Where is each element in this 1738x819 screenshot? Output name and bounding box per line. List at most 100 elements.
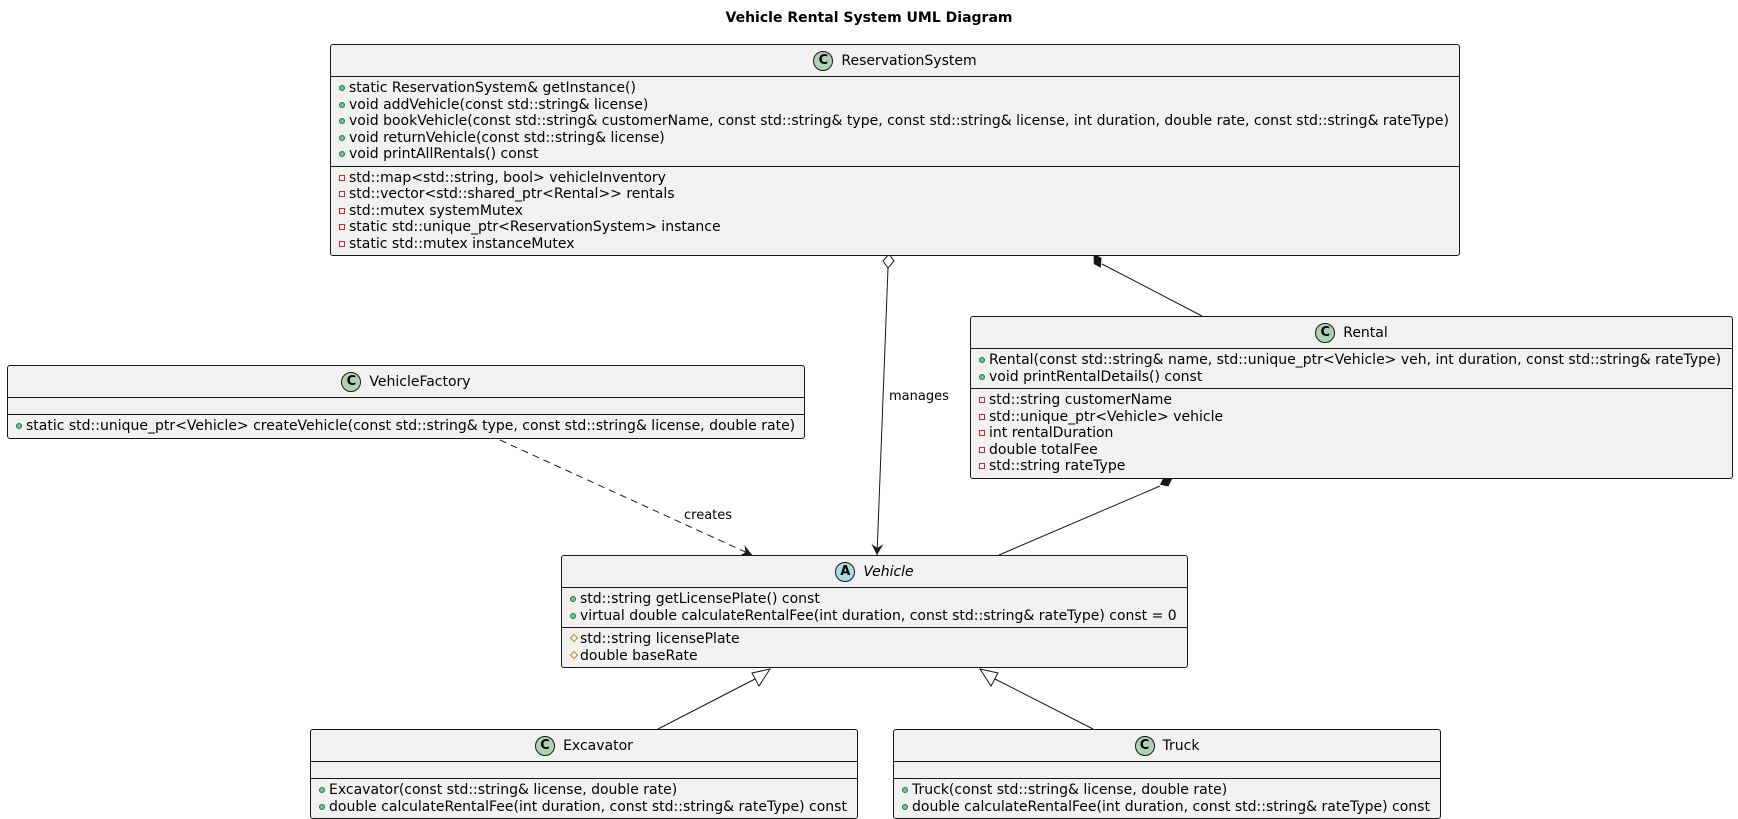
- class-vehicle-factory[interactable]: C VehicleFactory static std::unique_ptr<…: [7, 365, 805, 439]
- method-row: double calculateRentalFee(int duration, …: [317, 799, 853, 816]
- class-truck[interactable]: C Truck Truck(const std::string& license…: [893, 729, 1441, 819]
- public-visibility-icon: [900, 801, 912, 813]
- methods-section: Excavator(const std::string& license, do…: [311, 778, 857, 818]
- method-row: void bookVehicle(const std::string& cust…: [337, 113, 1455, 130]
- fields-section: [894, 762, 1440, 778]
- field-row: double baseRate: [568, 648, 1183, 665]
- protected-visibility-icon: [568, 650, 580, 662]
- field-row: std::string rateType: [977, 458, 1728, 475]
- class-header: C ReservationSystem: [331, 45, 1459, 77]
- class-stereotype-icon: C: [1134, 735, 1155, 756]
- class-name: ReservationSystem: [841, 52, 977, 69]
- field-declaration: double totalFee: [989, 441, 1098, 458]
- private-visibility-icon: [977, 427, 989, 439]
- class-header: C VehicleFactory: [8, 366, 804, 398]
- protected-visibility-icon: [568, 633, 580, 645]
- class-header: C Excavator: [311, 730, 857, 762]
- method-signature: double calculateRentalFee(int duration, …: [329, 798, 847, 815]
- method-signature: static ReservationSystem& getInstance(): [349, 80, 636, 96]
- public-visibility-icon: [900, 784, 912, 796]
- field-declaration: int rentalDuration: [989, 425, 1114, 441]
- field-row: static std::mutex instanceMutex: [337, 236, 1455, 253]
- method-row: Excavator(const std::string& license, do…: [317, 782, 853, 799]
- field-declaration: std::mutex systemMutex: [349, 202, 523, 219]
- class-reservation-system[interactable]: C ReservationSystem static ReservationSy…: [330, 44, 1460, 256]
- class-name: Excavator: [563, 737, 633, 754]
- class-name: Vehicle: [863, 563, 914, 580]
- private-visibility-icon: [977, 411, 989, 423]
- public-visibility-icon: [337, 115, 349, 127]
- class-stereotype-icon: C: [1315, 322, 1336, 343]
- class-stereotype-icon: C: [813, 50, 834, 71]
- truck-inheritance-edge: [978, 668, 1094, 730]
- field-declaration: std::map<std::string, bool> vehicleInven…: [349, 169, 666, 186]
- methods-section: Rental(const std::string& name, std::uni…: [971, 349, 1732, 388]
- public-visibility-icon: [14, 420, 26, 432]
- method-row: static std::unique_ptr<Vehicle> createVe…: [14, 418, 800, 435]
- field-row: int rentalDuration: [977, 425, 1728, 442]
- class-name: Truck: [1162, 737, 1200, 754]
- private-visibility-icon: [337, 172, 349, 184]
- public-visibility-icon: [337, 82, 349, 94]
- public-visibility-icon: [977, 371, 989, 383]
- fields-section: [311, 762, 857, 778]
- field-declaration: std::string licensePlate: [580, 631, 740, 647]
- composition-diamond-icon: [1159, 476, 1173, 487]
- method-signature: void returnVehicle(const std::string& li…: [349, 129, 665, 146]
- field-row: std::unique_ptr<Vehicle> vehicle: [977, 409, 1728, 426]
- rental-vehicle-composition-edge: [998, 476, 1173, 556]
- excavator-inheritance-edge: [657, 668, 772, 730]
- fields-section: std::map<std::string, bool> vehicleInven…: [331, 165, 1459, 256]
- private-visibility-icon: [337, 188, 349, 200]
- method-row: void returnVehicle(const std::string& li…: [337, 130, 1455, 147]
- field-declaration: static std::unique_ptr<ReservationSystem…: [349, 219, 721, 235]
- class-stereotype-icon: C: [341, 371, 362, 392]
- method-signature: void printRentalDetails() const: [989, 368, 1203, 385]
- public-visibility-icon: [317, 801, 329, 813]
- diagram-title: Vehicle Rental System UML Diagram: [725, 10, 1013, 26]
- inheritance-triangle-icon: [751, 668, 772, 687]
- public-visibility-icon: [977, 354, 989, 366]
- class-name: Rental: [1343, 324, 1388, 341]
- class-name: VehicleFactory: [369, 373, 471, 390]
- manages-label: manages: [889, 389, 949, 404]
- class-excavator[interactable]: C Excavator Excavator(const std::string&…: [310, 729, 858, 819]
- public-visibility-icon: [337, 132, 349, 144]
- class-header: A Vehicle: [562, 556, 1187, 588]
- public-visibility-icon: [337, 148, 349, 160]
- method-row: void printAllRentals() const: [337, 146, 1455, 163]
- method-signature: virtual double calculateRentalFee(int du…: [580, 607, 1177, 624]
- private-visibility-icon: [337, 238, 349, 250]
- method-signature: std::string getLicensePlate() const: [580, 591, 820, 607]
- method-signature: Excavator(const std::string& license, do…: [329, 782, 678, 798]
- creates-label: creates: [684, 508, 733, 523]
- class-vehicle[interactable]: A Vehicle std::string getLicensePlate() …: [561, 555, 1188, 668]
- private-visibility-icon: [977, 444, 989, 456]
- field-row: std::string customerName: [977, 392, 1728, 409]
- method-signature: void addVehicle(const std::string& licen…: [349, 96, 649, 113]
- method-row: void addVehicle(const std::string& licen…: [337, 97, 1455, 114]
- methods-section: static std::unique_ptr<Vehicle> createVe…: [8, 414, 804, 438]
- inheritance-triangle-icon: [978, 668, 999, 687]
- field-row: std::map<std::string, bool> vehicleInven…: [337, 170, 1455, 187]
- field-row: std::string licensePlate: [568, 631, 1183, 648]
- methods-section: static ReservationSystem& getInstance()v…: [331, 77, 1459, 166]
- private-visibility-icon: [977, 394, 989, 406]
- private-visibility-icon: [977, 460, 989, 472]
- manages-edge: [871, 253, 895, 556]
- abstract-stereotype-icon: A: [835, 561, 856, 582]
- method-signature: Rental(const std::string& name, std::uni…: [989, 352, 1722, 368]
- method-row: virtual double calculateRentalFee(int du…: [568, 608, 1183, 625]
- private-visibility-icon: [337, 205, 349, 217]
- method-signature: static std::unique_ptr<Vehicle> createVe…: [26, 418, 796, 434]
- private-visibility-icon: [337, 221, 349, 233]
- field-declaration: std::unique_ptr<Vehicle> vehicle: [989, 408, 1224, 425]
- field-row: std::mutex systemMutex: [337, 203, 1455, 220]
- field-declaration: std::string rateType: [989, 458, 1126, 474]
- field-declaration: double baseRate: [580, 647, 698, 664]
- public-visibility-icon: [568, 610, 580, 622]
- method-row: double calculateRentalFee(int duration, …: [900, 799, 1436, 816]
- field-declaration: std::string customerName: [989, 392, 1172, 408]
- class-rental[interactable]: C Rental Rental(const std::string& name,…: [970, 316, 1733, 479]
